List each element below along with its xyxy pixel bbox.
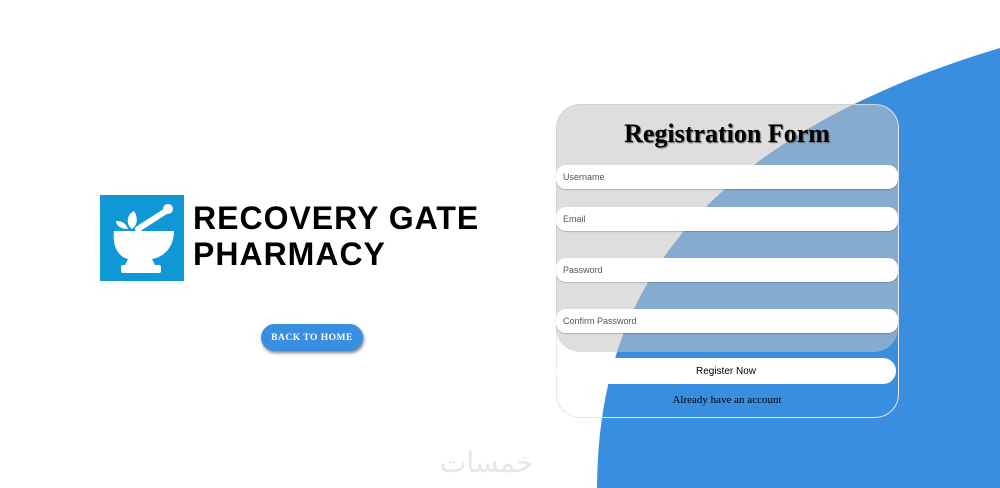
form-title: Registration Form [624, 119, 830, 148]
brand-line-2: PHARMACY [193, 236, 386, 272]
watermark: خمسات [440, 446, 534, 479]
mortar-pestle-logo-icon [100, 195, 184, 281]
confirm-password-input[interactable] [556, 309, 898, 333]
brand-name: RECOVERY GATE PHARMACY [193, 200, 479, 272]
register-now-button[interactable]: Register Now [556, 358, 896, 384]
username-input[interactable] [556, 165, 898, 189]
password-input[interactable] [556, 258, 898, 282]
email-input[interactable] [556, 207, 898, 231]
brand-line-1: RECOVERY GATE [193, 200, 480, 236]
back-to-home-button[interactable]: BACK TO HOME [261, 324, 363, 351]
already-have-account-link[interactable]: Already have an account [672, 394, 782, 406]
